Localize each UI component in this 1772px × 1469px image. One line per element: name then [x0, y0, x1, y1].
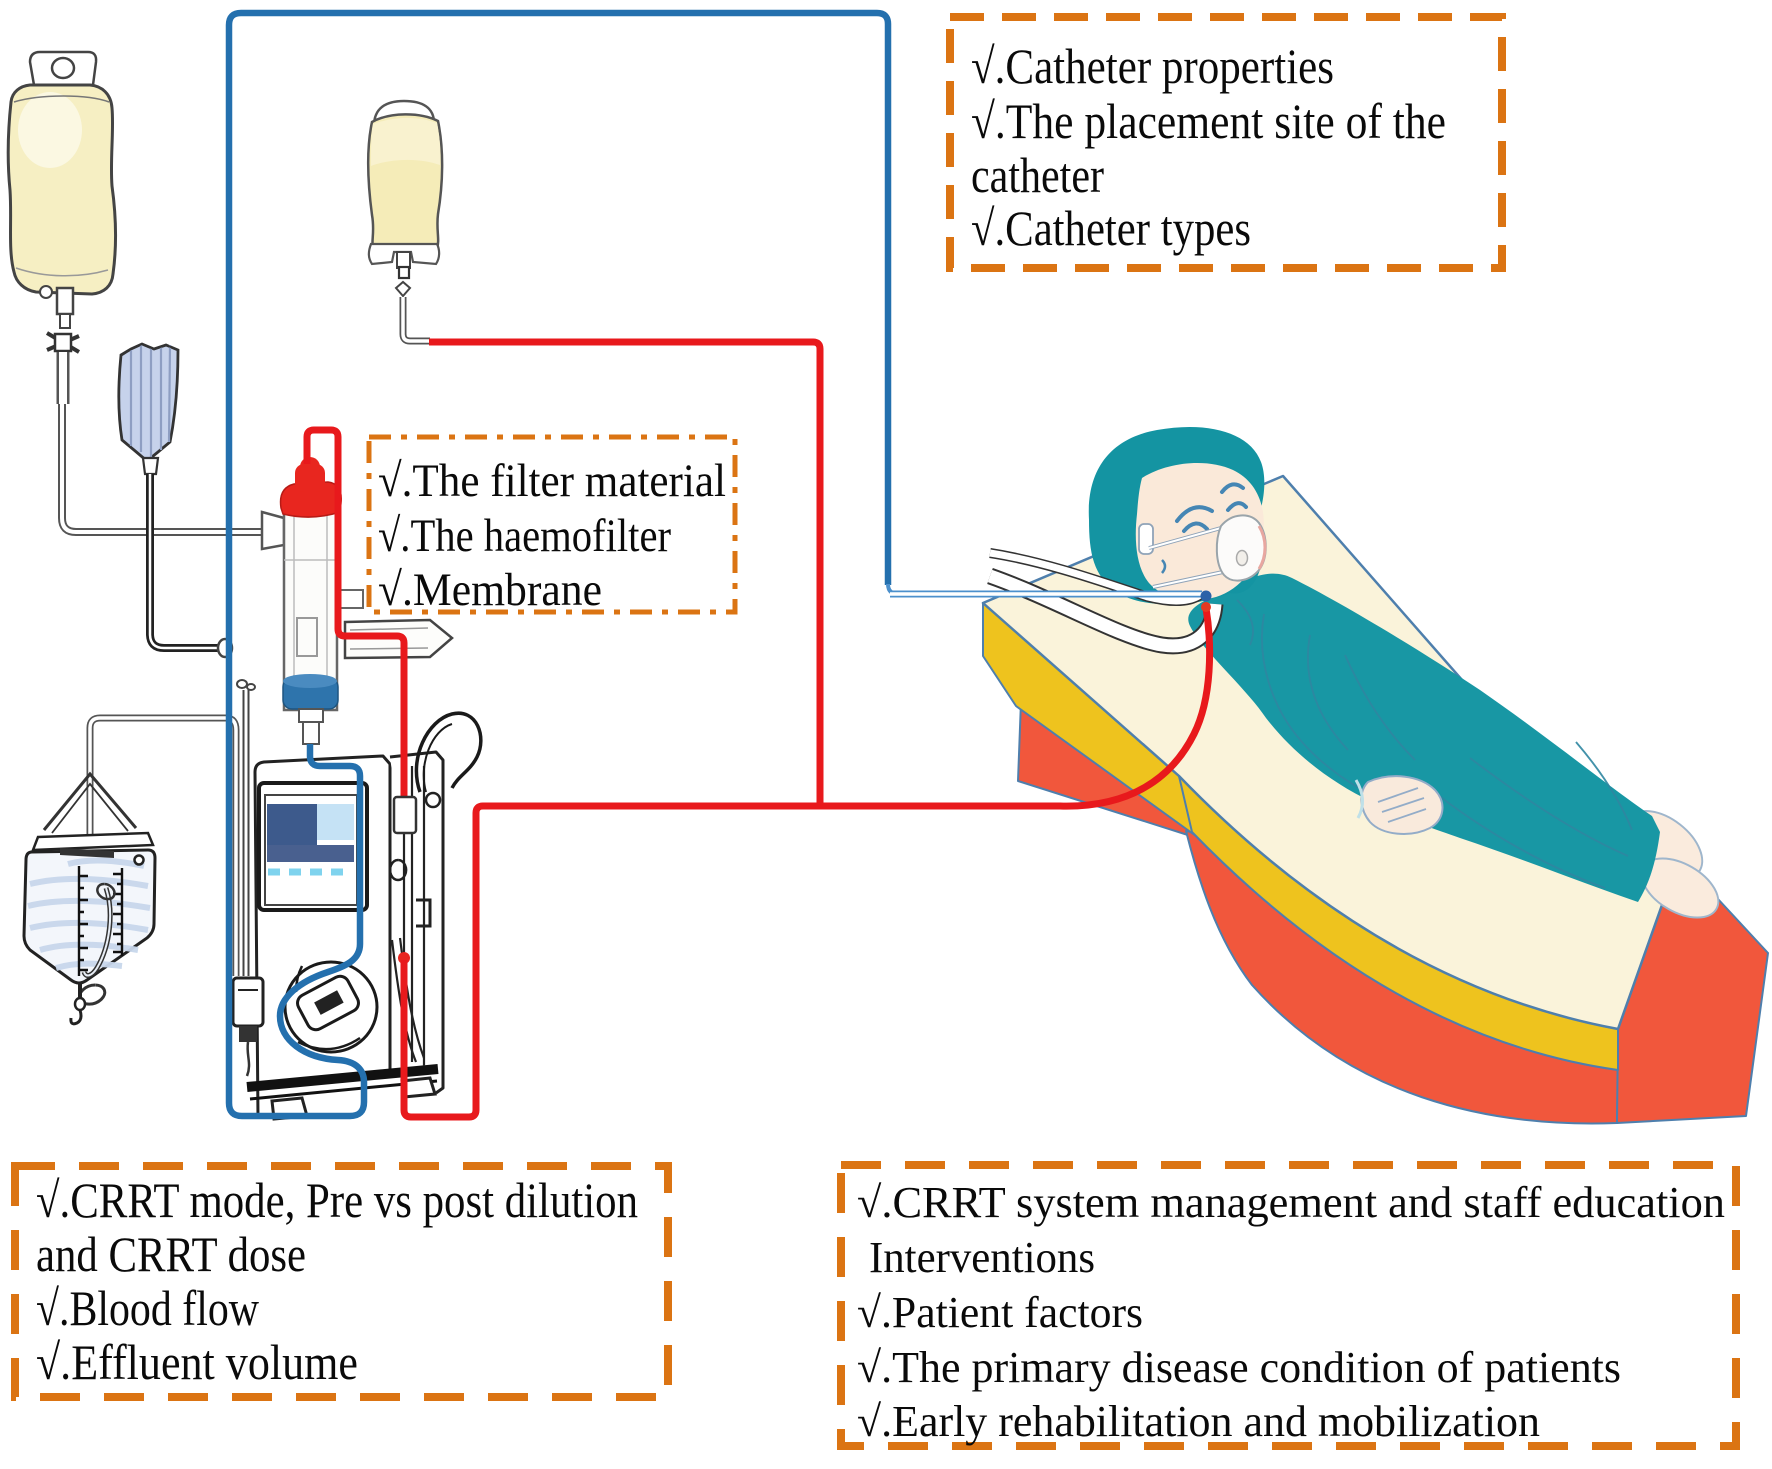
svg-text:catheter: catheter	[971, 147, 1104, 203]
svg-text:√.The placement site of the: √.The placement site of the	[971, 93, 1446, 149]
svg-text:√.The primary disease conditio: √.The primary disease condition of patie…	[857, 1343, 1621, 1392]
svg-text:√.Membrane: √.Membrane	[378, 564, 602, 616]
svg-text:√.The filter material: √.The filter material	[378, 455, 726, 507]
svg-text:√.The haemofilter: √.The haemofilter	[378, 510, 671, 562]
svg-text:√.CRRT mode, Pre vs post dilut: √.CRRT mode, Pre vs post dilution	[36, 1172, 638, 1228]
svg-text:√.Catheter types: √.Catheter types	[971, 200, 1251, 256]
svg-text:√.Blood flow: √.Blood flow	[36, 1280, 259, 1336]
svg-text:and CRRT dose: and CRRT dose	[36, 1226, 306, 1282]
svg-text:√.Catheter properties: √.Catheter properties	[971, 38, 1334, 94]
svg-text:Interventions: Interventions	[869, 1233, 1095, 1282]
svg-text:√.Early rehabilitation and mob: √.Early rehabilitation and mobilization	[857, 1397, 1540, 1446]
svg-text:√.Effluent volume: √.Effluent volume	[36, 1334, 358, 1390]
svg-text:√.Patient factors: √.Patient factors	[857, 1288, 1143, 1337]
svg-text:√.CRRT system management and s: √.CRRT system management and staff educa…	[857, 1178, 1725, 1227]
